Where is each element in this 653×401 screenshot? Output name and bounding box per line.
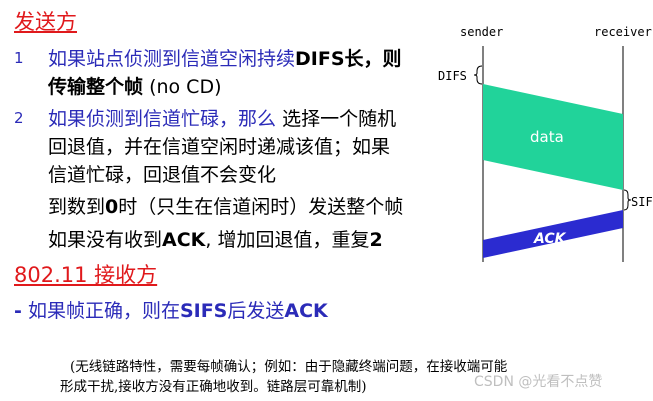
data-frame <box>483 84 623 190</box>
note-line1: (无线链路特性，需要每帧确认；例如：由于隐藏终端问题，在接收端可能 <box>70 359 508 375</box>
receiver-line: - 如果帧正确，则在SIFS后发送ACK <box>14 296 328 323</box>
item2-line4: 到数到0时（只生在信道闲时）发送整个帧 <box>48 192 403 219</box>
item2-zero-text: 0 <box>105 196 119 218</box>
watermark: CSDN @光看不点赞 <box>474 374 603 390</box>
receiver-dash: - <box>14 300 22 322</box>
item1-line1-text: 如果站点侦测到信道空闲持续 <box>48 48 296 70</box>
item2-two-text: 2 <box>369 229 383 251</box>
difs-label: DIFS <box>438 69 467 83</box>
receiver-line-mid: 后发送 <box>227 300 285 322</box>
note-line2: 形成干扰,接收方没有正确地收到。链路层可靠机制) <box>60 379 367 395</box>
item2-line1-text: 如果侦测到信道忙碌，那么 <box>48 108 277 130</box>
item1-number: 1 <box>14 49 24 67</box>
sender-label: sender <box>460 25 503 39</box>
ack-frame <box>483 210 623 258</box>
item2-line3: 信道忙碌，回退值不会变化 <box>48 164 277 186</box>
item1-transmit-text: 传输整个帧 <box>48 76 144 98</box>
item1-line2: 传输整个帧 (no CD) <box>48 72 222 99</box>
receiver-line-text: 如果帧正确，则在 <box>27 300 180 322</box>
receiver-heading: 802.11 接收方 <box>14 263 158 287</box>
item1-difs-text: DIFS长，则 <box>295 48 402 70</box>
item2-line4-tail: 时（只生在信道闲时）发送整个帧 <box>118 196 404 218</box>
item2-line2: 回退值，并在信道空闲时递减该值；如果 <box>48 136 391 158</box>
data-frame-label: data <box>530 128 564 146</box>
item2-line1: 如果侦测到信道忙碌，那么 选择一个随机 <box>48 104 396 131</box>
difs-brace <box>473 65 483 85</box>
item1-line1: 如果站点侦测到信道空闲持续DIFS长，则 <box>48 44 402 71</box>
item2-line5-text: 如果没有收到 <box>48 229 163 251</box>
item2-line1-tail: 选择一个随机 <box>282 108 397 130</box>
sifs-label: SIF <box>631 195 653 209</box>
ack-frame-label: ACK <box>533 231 567 247</box>
item2-line4-text: 到数到 <box>48 196 106 218</box>
sender-heading: 发送方 <box>14 10 77 34</box>
item2-line5: 如果没有收到ACK, 增加回退值，重复2 <box>48 225 383 252</box>
item2-number: 2 <box>14 109 24 127</box>
receiver-label: receiver <box>594 25 652 39</box>
sifs-brace <box>623 189 632 211</box>
item2-line5-tail: , 增加回退值，重复 <box>205 229 370 251</box>
item1-nocd-text: (no CD) <box>149 76 222 98</box>
item2-ack-text: ACK <box>162 229 206 251</box>
receiver-ack-text: ACK <box>284 300 328 322</box>
receiver-sifs-text: SIFS <box>179 300 228 322</box>
